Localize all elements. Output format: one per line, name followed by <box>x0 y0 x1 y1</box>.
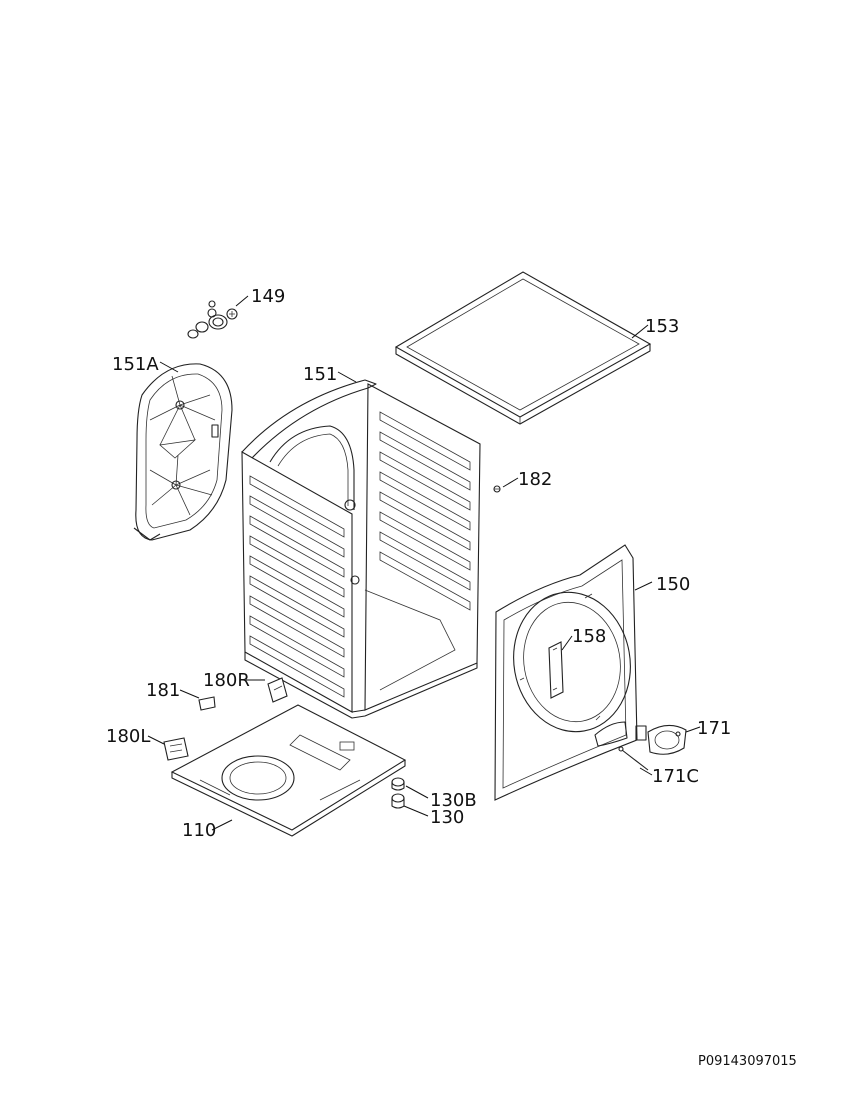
callout-150: 150 <box>656 574 690 595</box>
callout-171: 171 <box>697 718 731 739</box>
part-151a-rear-panel[interactable] <box>133 363 233 541</box>
part-153-top-panel[interactable] <box>394 271 652 425</box>
callout-158: 158 <box>572 626 606 647</box>
callout-153: 153 <box>645 316 679 337</box>
callout-171c: 171C <box>652 766 699 787</box>
callout-180l: 180L <box>106 726 150 747</box>
part-171c-pin[interactable] <box>618 746 649 771</box>
document-number: P09143097015 <box>698 1054 797 1069</box>
part-151-cabinet-frame[interactable] <box>241 379 481 719</box>
part-182-screw[interactable] <box>493 485 501 493</box>
part-181-clip[interactable] <box>198 696 216 711</box>
callout-151a: 151A <box>112 354 159 375</box>
part-150-front-panel[interactable] <box>494 544 641 801</box>
callout-151: 151 <box>303 364 337 385</box>
callout-149: 149 <box>251 286 285 307</box>
part-158-bracket[interactable] <box>548 641 564 699</box>
callout-130: 130 <box>430 807 464 828</box>
part-130b-foot[interactable] <box>391 777 405 791</box>
callout-180r: 180R <box>203 670 250 691</box>
part-110-base-plate[interactable] <box>170 704 407 837</box>
callout-110: 110 <box>182 820 216 841</box>
part-149-fittings[interactable] <box>187 300 238 339</box>
part-180r-bracket[interactable] <box>267 677 288 703</box>
part-130-foot[interactable] <box>391 793 405 809</box>
callout-182: 182 <box>518 469 552 490</box>
part-171-hinge[interactable] <box>635 724 687 755</box>
part-180l-bracket[interactable] <box>163 737 189 761</box>
callout-181: 181 <box>146 680 180 701</box>
callout-130b: 130B <box>430 790 477 811</box>
